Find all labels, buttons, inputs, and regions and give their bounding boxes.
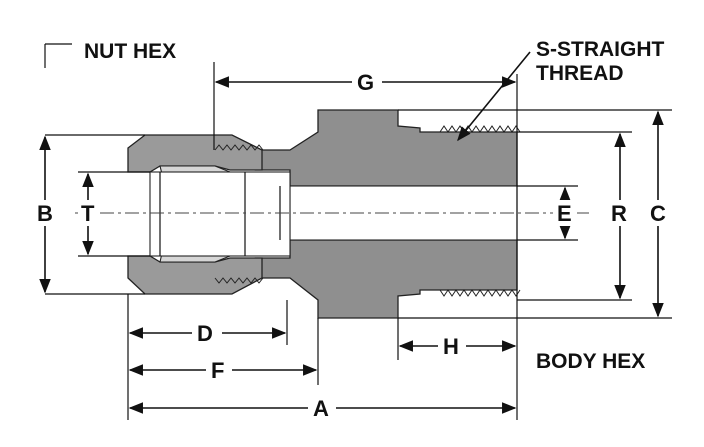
straight-thread-label-line2: THREAD — [536, 62, 624, 85]
dim-d-label: D — [197, 321, 213, 346]
dim-h-label: H — [443, 334, 459, 359]
thread-leader — [457, 51, 531, 142]
dim-c-label: C — [650, 201, 666, 226]
dim-e-label: E — [557, 201, 572, 226]
label-backgrounds — [32, 70, 673, 421]
dim-r-label: R — [611, 201, 627, 226]
nut-threads — [214, 144, 264, 284]
body-hex-label: BODY HEX — [536, 350, 645, 373]
extension-lines — [44, 43, 672, 420]
dim-a-label: A — [313, 396, 329, 421]
dim-t-label: T — [81, 201, 95, 226]
tube — [149, 171, 291, 257]
dim-f-label: F — [211, 358, 224, 383]
straight-thread-label-line1: S-STRAIGHT — [536, 38, 665, 61]
dim-b-label: B — [37, 201, 53, 226]
straight-threads — [439, 125, 521, 297]
dim-g-label: G — [357, 70, 374, 95]
nut-hex-label: NUT HEX — [84, 40, 176, 63]
